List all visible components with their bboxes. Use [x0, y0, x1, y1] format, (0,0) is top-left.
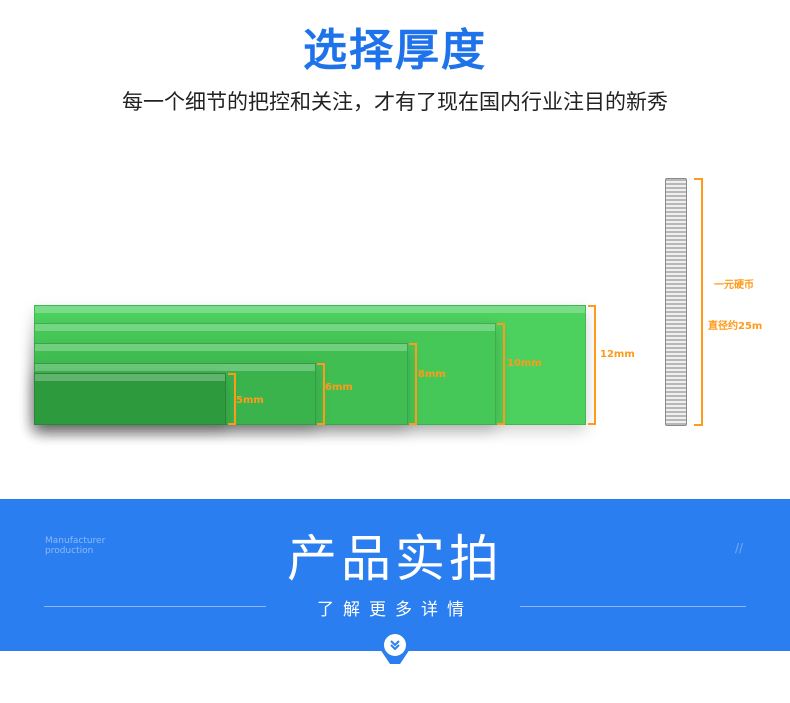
- coin-label-name: 一元硬币: [714, 280, 754, 291]
- coin-edge: [665, 178, 687, 426]
- divider-left: [44, 606, 266, 607]
- label-6mm: 6mm: [325, 382, 353, 393]
- thickness-illustration: 5mm 6mm 8mm 10mm 12mm 一元硬币 直径约25m: [0, 160, 790, 450]
- label-8mm: 8mm: [418, 369, 446, 380]
- double-chevron-down-icon[interactable]: [384, 634, 406, 656]
- label-10mm: 10mm: [507, 358, 542, 369]
- coin-label-diameter: 直径约25m: [708, 321, 763, 332]
- page-title: 选择厚度: [303, 25, 487, 76]
- bracket-8mm: [409, 343, 417, 425]
- page-subtitle: 每一个细节的把控和关注，才有了现在国内行业注目的新秀: [122, 90, 668, 114]
- bracket-6mm: [317, 363, 325, 425]
- learn-more-link[interactable]: 了解更多详情: [317, 600, 473, 620]
- bracket-10mm: [497, 323, 505, 425]
- label-12mm: 12mm: [600, 349, 635, 360]
- bracket-12mm: [588, 305, 596, 425]
- banner-english-text: Manufacturer production: [45, 536, 105, 556]
- board-5mm: [34, 373, 226, 425]
- product-photos-banner: Manufacturer production 产品实拍 了解更多详情 //: [0, 499, 790, 651]
- bracket-coin: [694, 178, 703, 426]
- banner-decor: //: [735, 541, 744, 555]
- bracket-5mm: [228, 373, 236, 425]
- label-5mm: 5mm: [236, 395, 264, 406]
- divider-right: [520, 606, 746, 607]
- banner-english-line2: production: [45, 546, 94, 556]
- banner-title: 产品实拍: [287, 530, 503, 588]
- banner-english-line1: Manufacturer: [45, 536, 106, 546]
